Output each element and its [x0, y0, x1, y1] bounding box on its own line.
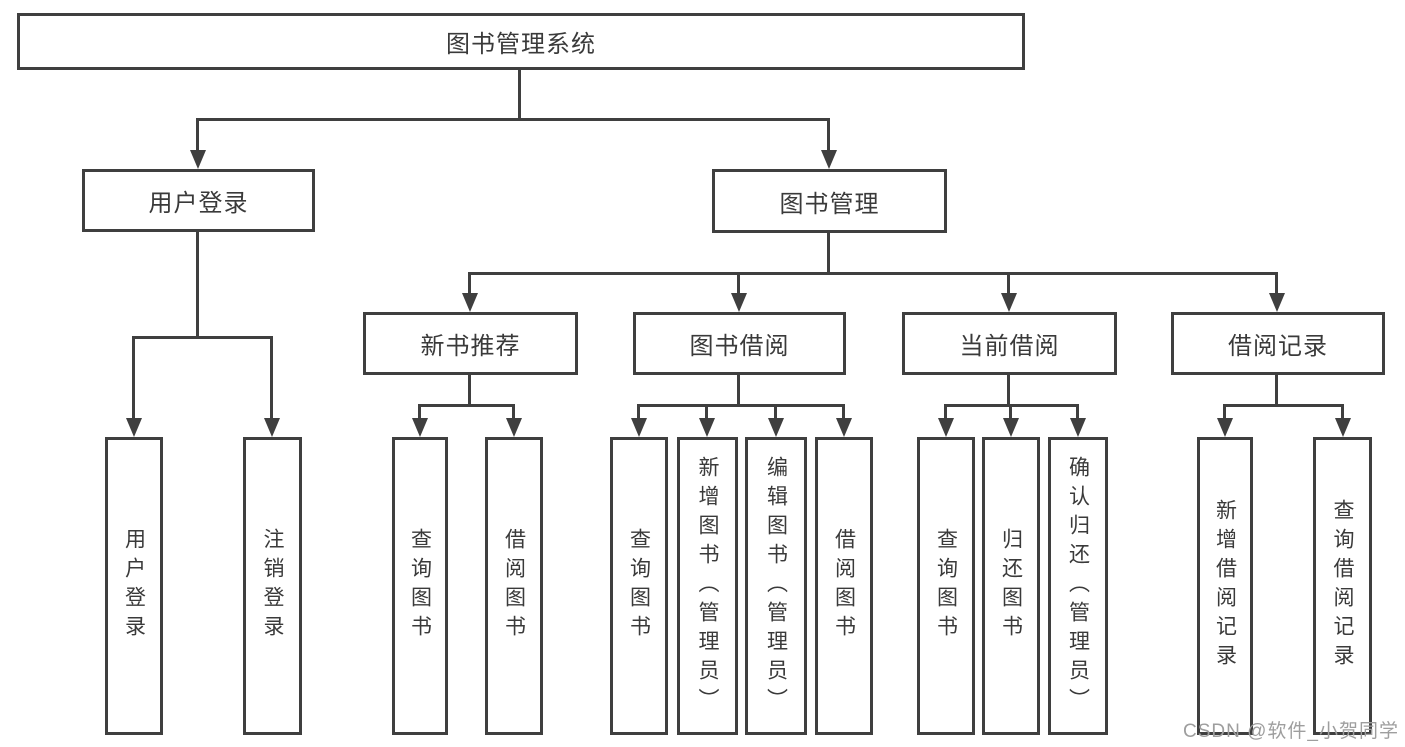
- connector-line: [705, 404, 708, 421]
- leaf-label: 注销登录: [261, 528, 284, 644]
- arrow-down-icon: [462, 293, 478, 312]
- connector-line: [637, 404, 640, 421]
- connector-line: [1223, 404, 1344, 407]
- connector-line: [418, 404, 515, 407]
- leaf-label: 用户登录: [122, 528, 146, 644]
- arrow-down-icon: [506, 418, 522, 437]
- leaf-add-book-admin: 新增图书（管理员）: [677, 437, 738, 735]
- connector-line: [468, 272, 1278, 275]
- connector-line: [512, 404, 515, 421]
- node-label: 图书管理: [779, 190, 880, 218]
- connector-line: [1007, 272, 1010, 296]
- leaf-user-login: 用户登录: [105, 437, 163, 735]
- connector-line: [468, 272, 471, 296]
- connector-line: [1076, 404, 1079, 421]
- leaf-label: 编辑图书（管理员）: [764, 455, 788, 717]
- connector-line: [468, 375, 471, 406]
- connector-line: [518, 70, 521, 120]
- leaf-return-book: 归还图书: [982, 437, 1040, 735]
- arrow-down-icon: [836, 418, 852, 437]
- node-label: 借阅记录: [1228, 333, 1328, 360]
- node-label: 图书管理系统: [446, 31, 596, 58]
- node-book-borrow: 图书借阅: [633, 312, 846, 375]
- connector-line: [1275, 375, 1278, 406]
- node-library-management-system: 图书管理系统: [17, 13, 1025, 70]
- leaf-label: 借阅图书: [832, 528, 856, 644]
- leaf-label: 新增借阅记录: [1213, 499, 1237, 673]
- connector-line: [637, 404, 845, 407]
- leaf-query-book-borrow: 查询图书: [610, 437, 668, 735]
- node-user-login: 用户登录: [82, 169, 315, 232]
- node-label: 新书推荐: [420, 333, 521, 360]
- leaf-label: 查询图书: [408, 528, 432, 644]
- leaf-label: 归还图书: [999, 528, 1023, 644]
- node-borrow-record: 借阅记录: [1171, 312, 1385, 375]
- leaf-borrow-book-recommend: 借阅图书: [485, 437, 543, 735]
- leaf-query-borrow-record: 查询借阅记录: [1313, 437, 1372, 735]
- leaf-label: 查询借阅记录: [1331, 499, 1354, 673]
- arrow-down-icon: [699, 418, 715, 437]
- arrow-down-icon: [126, 418, 142, 437]
- arrow-down-icon: [190, 150, 206, 169]
- leaf-label: 查询图书: [627, 528, 651, 644]
- arrow-down-icon: [821, 150, 837, 169]
- connector-line: [1007, 375, 1010, 406]
- arrow-down-icon: [768, 418, 784, 437]
- leaf-edit-book-admin: 编辑图书（管理员）: [745, 437, 807, 735]
- arrow-down-icon: [1070, 418, 1086, 437]
- connector-line: [737, 375, 740, 406]
- node-label: 用户登录: [148, 190, 249, 217]
- connector-line: [1223, 404, 1226, 421]
- arrow-down-icon: [1335, 418, 1351, 437]
- arrow-down-icon: [938, 418, 954, 437]
- leaf-query-book-recommend: 查询图书: [392, 437, 448, 735]
- leaf-label: 借阅图书: [502, 528, 526, 644]
- node-book-management: 图书管理: [712, 169, 947, 233]
- connector-line: [270, 336, 273, 421]
- csdn-watermark: CSDN @软件_小贺同学: [1183, 721, 1399, 742]
- leaf-label: 新增图书（管理员）: [696, 455, 719, 717]
- leaf-add-borrow-record: 新增借阅记录: [1197, 437, 1253, 735]
- arrow-down-icon: [264, 418, 280, 437]
- connector-line: [842, 404, 845, 421]
- node-new-book-recommend: 新书推荐: [363, 312, 578, 375]
- connector-line: [132, 336, 135, 421]
- connector-line: [418, 404, 421, 421]
- leaf-borrow-book: 借阅图书: [815, 437, 873, 735]
- leaf-confirm-return-admin: 确认归还（管理员）: [1048, 437, 1108, 735]
- arrow-down-icon: [731, 293, 747, 312]
- arrow-down-icon: [1003, 418, 1019, 437]
- leaf-label: 查询图书: [934, 528, 958, 644]
- connector-line: [196, 118, 199, 153]
- connector-line: [1341, 404, 1344, 421]
- connector-line: [1275, 272, 1278, 296]
- connector-line: [737, 272, 740, 296]
- connector-line: [1009, 404, 1012, 421]
- node-label: 当前借阅: [959, 333, 1060, 360]
- arrow-down-icon: [631, 418, 647, 437]
- leaf-query-book-current: 查询图书: [917, 437, 975, 735]
- node-current-borrow: 当前借阅: [902, 312, 1117, 375]
- connector-line: [196, 118, 830, 121]
- arrow-down-icon: [1001, 293, 1017, 312]
- arrow-down-icon: [412, 418, 428, 437]
- arrow-down-icon: [1269, 293, 1285, 312]
- connector-line: [827, 118, 830, 153]
- node-label: 图书借阅: [689, 333, 790, 360]
- connector-line: [774, 404, 777, 421]
- connector-line: [196, 232, 199, 338]
- connector-line: [827, 233, 830, 274]
- leaf-logout-login: 注销登录: [243, 437, 302, 735]
- leaf-label: 确认归还（管理员）: [1066, 455, 1090, 717]
- connector-line: [944, 404, 947, 421]
- connector-line: [132, 336, 273, 339]
- arrow-down-icon: [1217, 418, 1233, 437]
